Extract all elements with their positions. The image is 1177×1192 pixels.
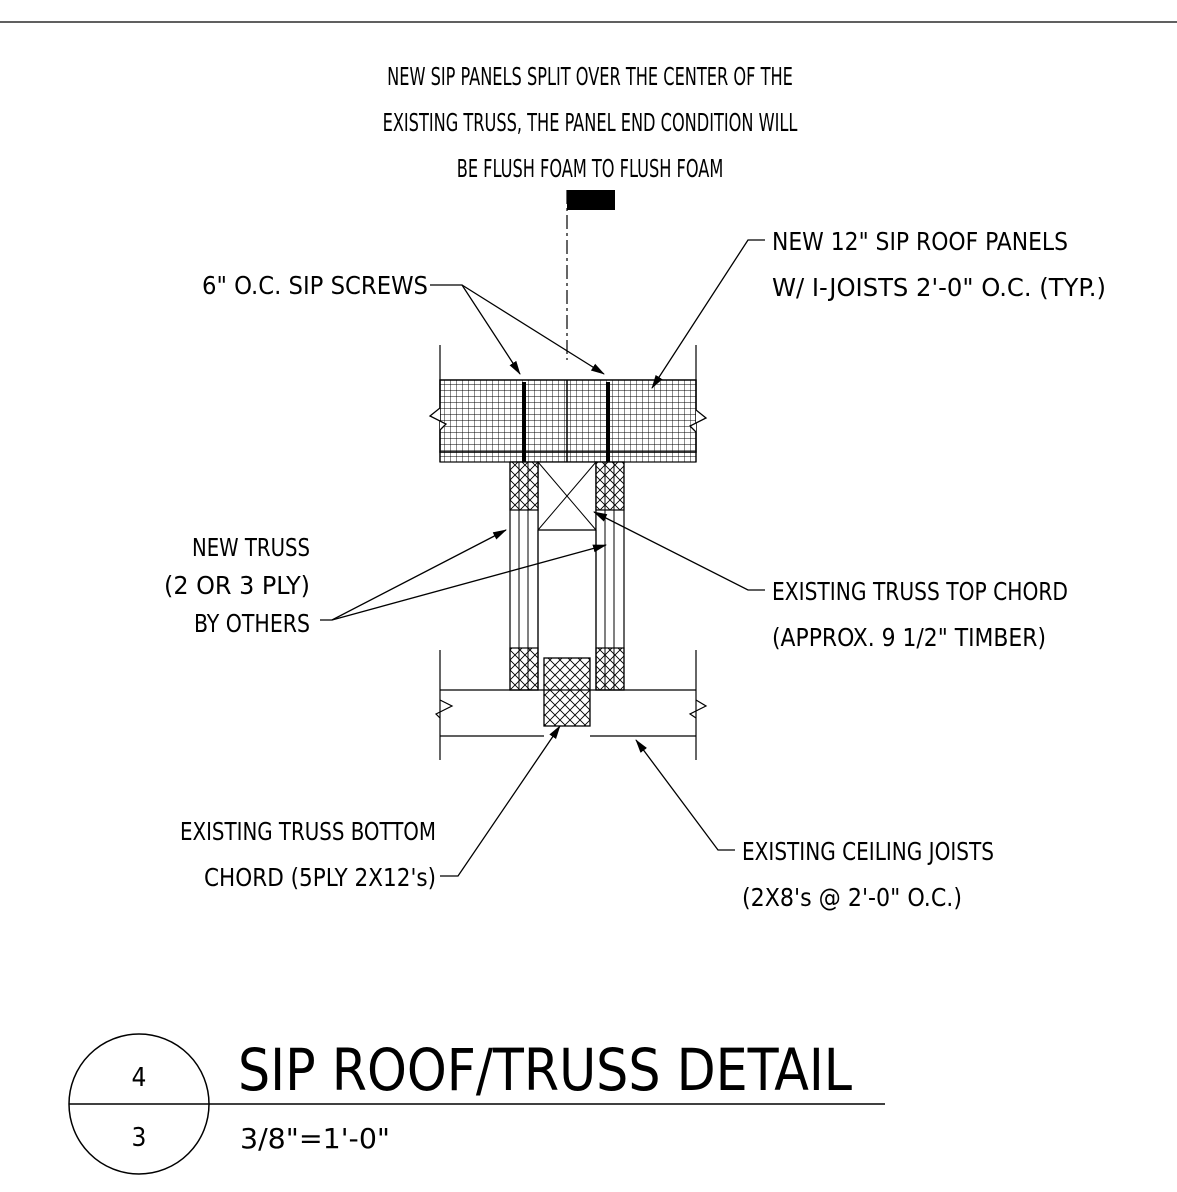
label-ceiling-joists-2: (2X8's @ 2'-0" O.C.): [742, 883, 962, 912]
leaders: [320, 239, 765, 877]
label-new-truss-2: (2 OR 3 PLY): [164, 571, 310, 600]
section-flag: [566, 190, 615, 360]
detail-number: 4: [132, 1063, 147, 1093]
sheet-number: 3: [132, 1123, 147, 1153]
label-sip-screws: 6" O.C. SIP SCREWS: [202, 271, 428, 300]
existing-bottom-chord: [543, 657, 591, 727]
label-sip-panels-2: W/ I-JOISTS 2'-0" O.C. (TYP.): [772, 273, 1106, 302]
label-ceiling-joists-1: EXISTING CEILING JOISTS: [742, 837, 994, 866]
detail-title: SIP ROOF/TRUSS DETAIL: [238, 1036, 852, 1104]
top-note-line-3: BE FLUSH FOAM TO FLUSH FOAM: [457, 155, 724, 184]
label-new-truss-1: NEW TRUSS: [192, 533, 310, 562]
label-top-chord-1: EXISTING TRUSS TOP CHORD: [772, 577, 1068, 606]
detail-scale: 3/8"=1'-0": [240, 1122, 390, 1155]
top-note-line-2: EXISTING TRUSS, THE PANEL END CONDITION …: [383, 109, 798, 138]
existing-top-chord: [537, 461, 597, 531]
new-truss-plies: [509, 461, 625, 691]
title-block: 4 3 SIP ROOF/TRUSS DETAIL 3/8"=1'-0": [68, 1033, 885, 1175]
top-note: NEW SIP PANELS SPLIT OVER THE CENTER OF …: [383, 63, 798, 184]
label-sip-panels-1: NEW 12" SIP ROOF PANELS: [772, 227, 1068, 256]
label-bottom-chord-1: EXISTING TRUSS BOTTOM: [180, 817, 436, 846]
sip-roof-panel: [428, 345, 708, 463]
top-note-line-1: NEW SIP PANELS SPLIT OVER THE CENTER OF …: [387, 63, 793, 92]
label-bottom-chord-2: CHORD (5PLY 2X12's): [204, 863, 436, 892]
label-new-truss-3: BY OTHERS: [194, 609, 310, 638]
label-top-chord-2: (APPROX. 9 1/2" TIMBER): [772, 623, 1046, 652]
